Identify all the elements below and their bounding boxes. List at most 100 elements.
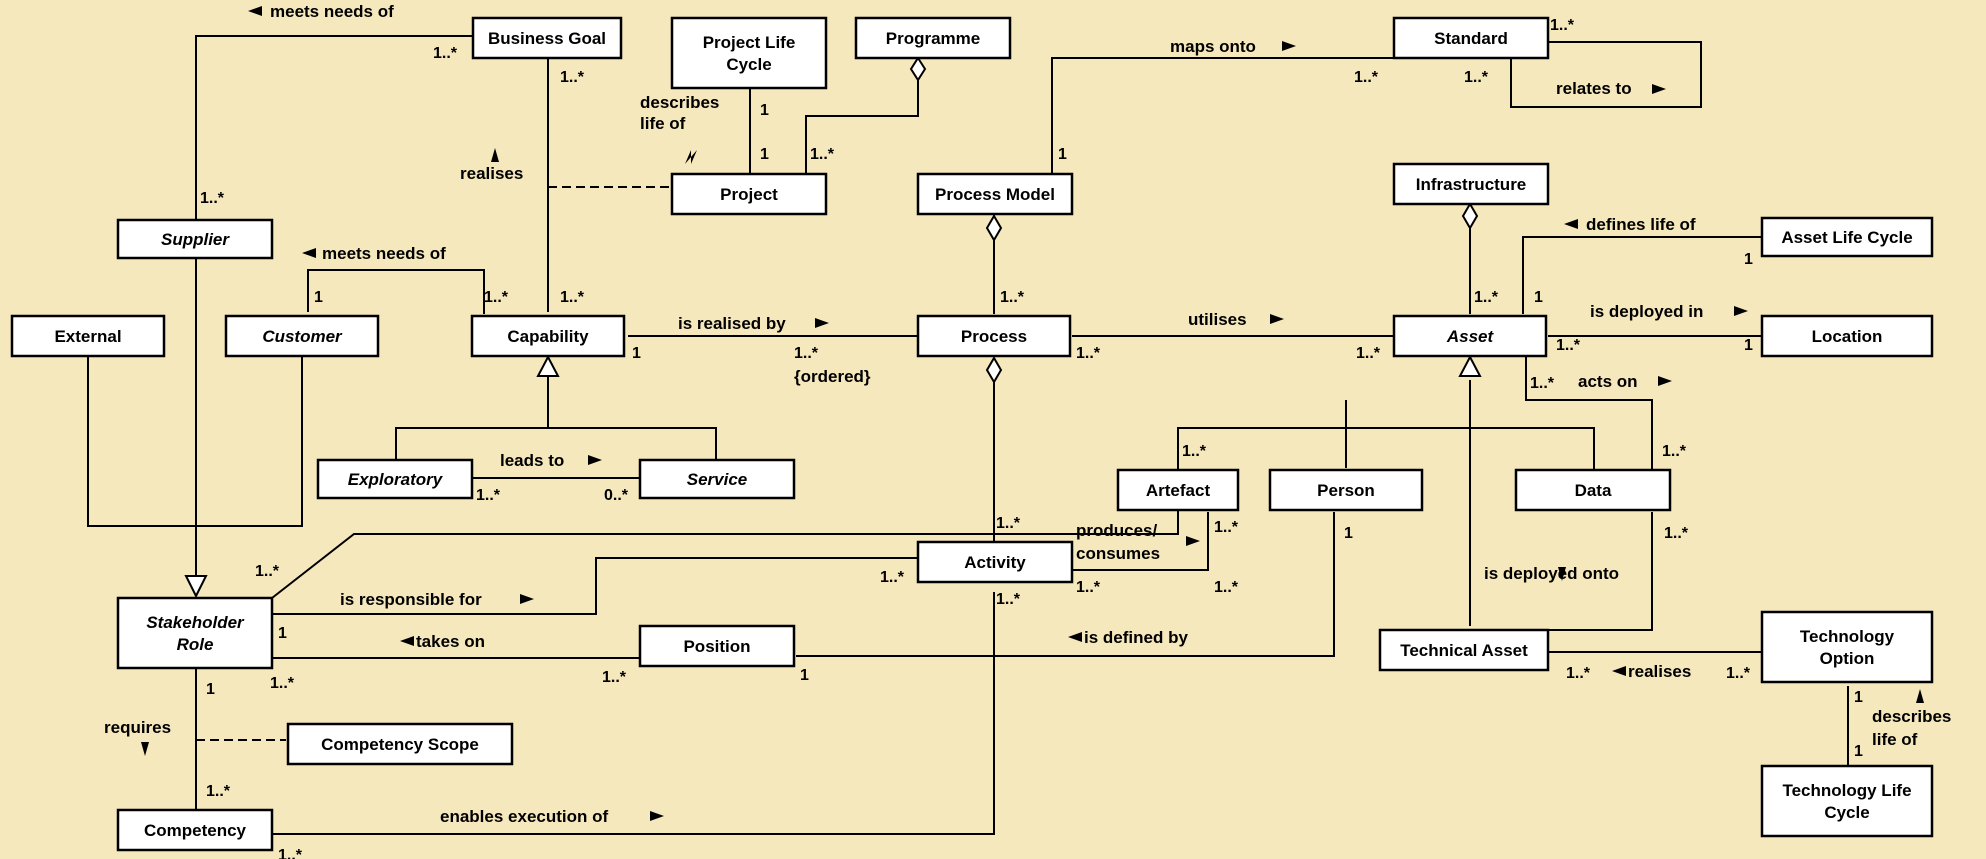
class-box-competency-scope: Competency Scope	[286, 722, 514, 766]
multiplicity: 1..*	[996, 591, 1021, 608]
arrow-right-icon	[1282, 41, 1296, 51]
label-defines-life-of: defines life of	[1586, 215, 1696, 234]
class-box-frame	[224, 314, 380, 358]
association-labels: meets needs of describes life of maps on…	[104, 2, 1951, 826]
label-project-describes-line2: life of	[640, 114, 686, 133]
class-name: Business Goal	[488, 29, 606, 48]
class-box-capability: Capability	[470, 314, 626, 358]
label-project-describes-line1: describes	[640, 93, 719, 112]
arrow-up-icon	[1916, 689, 1924, 703]
class-name: Technical Asset	[1400, 641, 1528, 660]
class-box-data: Data	[1514, 468, 1672, 512]
class-name: Capability	[507, 327, 589, 346]
class-box-frame	[286, 722, 514, 766]
class-name: Option	[1820, 649, 1875, 668]
multiplicity: 1..*	[1076, 579, 1101, 596]
class-box-exploratory: Exploratory	[316, 458, 474, 500]
label-is-deployed-onto: is deployed onto	[1484, 564, 1619, 583]
class-box-frame	[116, 218, 274, 260]
class-box-frame	[1760, 314, 1934, 358]
class-box-frame	[1392, 16, 1550, 60]
class-name: Standard	[1434, 29, 1508, 48]
class-name: Project	[720, 185, 778, 204]
class-box-frame	[1116, 468, 1240, 512]
class-box-frame	[1760, 610, 1934, 684]
class-box-frame	[116, 596, 274, 670]
label-produces-consumes-line1: produces/	[1076, 521, 1158, 540]
class-box-frame	[638, 458, 796, 500]
arrow-down-icon	[1558, 567, 1566, 581]
arrow-right-icon	[1734, 306, 1748, 316]
class-name: Exploratory	[348, 470, 444, 489]
class-box-frame	[1268, 468, 1424, 512]
class-box-frame	[1378, 628, 1550, 672]
class-box-frame	[670, 16, 828, 90]
arrow-left-icon	[1564, 219, 1578, 229]
label-is-realised-by: is realised by	[678, 314, 786, 333]
class-box-frame	[1392, 314, 1548, 358]
label-tech-describes-line2: life of	[1872, 730, 1918, 749]
multiplicity: 1	[1854, 689, 1863, 706]
class-box-frame	[1514, 468, 1672, 512]
multiplicity: 1..*	[1182, 443, 1207, 460]
class-box-frame	[1760, 216, 1934, 258]
aggregation-diamond-programme	[909, 56, 927, 82]
class-name: External	[54, 327, 121, 346]
arrow-right-icon	[520, 594, 534, 604]
label-is-deployed-in: is deployed in	[1590, 302, 1703, 321]
class-box-position: Position	[638, 624, 796, 668]
class-name: Cycle	[1824, 803, 1869, 822]
class-box-frame	[916, 540, 1074, 584]
arrow-right-icon	[815, 318, 829, 328]
label-takes-on: takes on	[416, 632, 485, 651]
multiplicity: 1..*	[433, 45, 458, 62]
multiplicity: 1..*	[255, 563, 280, 580]
multiplicity: 1..*	[1464, 69, 1489, 86]
multiplicity: 1..*	[1556, 337, 1581, 354]
label-ordered: {ordered}	[794, 367, 871, 386]
class-name: Service	[687, 470, 748, 489]
class-box-process-model: Process Model	[916, 172, 1074, 216]
generalisation-triangle-asset	[1458, 354, 1482, 377]
label-supplier-meets-needs: meets needs of	[270, 2, 394, 21]
multiplicity: 1..*	[1566, 665, 1591, 682]
multiplicity: 1	[760, 146, 769, 163]
class-box-external: External	[10, 314, 166, 358]
arrow-right-icon	[588, 455, 602, 465]
multiplicity: 1..*	[200, 190, 225, 207]
multiplicity: 1..*	[1214, 519, 1239, 536]
multiplicity: 1	[1854, 743, 1863, 760]
class-name: Competency	[144, 821, 247, 840]
multiplicity: 1	[760, 102, 769, 119]
multiplicity: 1..*	[1664, 525, 1689, 542]
class-name: Location	[1812, 327, 1883, 346]
multiplicity: 0..*	[604, 487, 629, 504]
class-box-activity: Activity	[916, 540, 1074, 584]
class-box-frame	[116, 808, 274, 852]
class-name: Person	[1317, 481, 1375, 500]
class-box-frame	[1760, 764, 1934, 838]
multiplicity: 1..*	[1000, 289, 1025, 306]
class-box-technical-asset: Technical Asset	[1378, 628, 1550, 672]
label-tech-describes-line1: describes	[1872, 707, 1951, 726]
arrow-left-icon	[1612, 666, 1626, 676]
label-utilises: utilises	[1188, 310, 1247, 329]
class-name: Customer	[262, 327, 343, 346]
label-leads-to: leads to	[500, 451, 564, 470]
class-name: Asset Life Cycle	[1781, 228, 1912, 247]
direction-arrows	[141, 6, 1924, 821]
multiplicity: 1..*	[1726, 665, 1751, 682]
multiplicity-labels: 1..* 1..* 1 1 1..* 1 1..* 1..* 1..* 1..*…	[200, 17, 1863, 859]
class-name: Technology Life	[1782, 781, 1911, 800]
class-box-business-goal: Business Goal	[471, 16, 623, 60]
class-box-frame	[854, 16, 1012, 60]
label-is-defined-by: is defined by	[1084, 628, 1188, 647]
label-realises-goal: realises	[460, 164, 523, 183]
label-relates-to: relates to	[1556, 79, 1632, 98]
label-customer-meets-needs: meets needs of	[322, 244, 446, 263]
